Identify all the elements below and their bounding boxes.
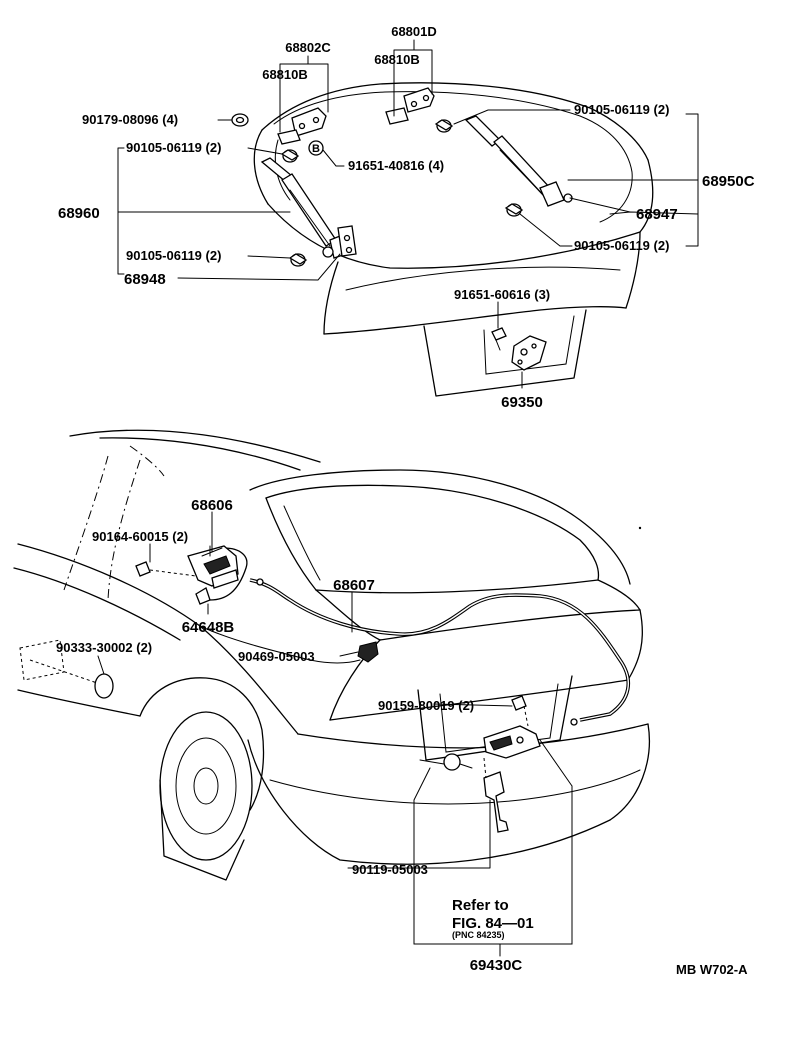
damper-stay-left [260, 157, 347, 259]
bolt-90105-06119-right-upper [434, 119, 454, 133]
label-90333-30002: 90333-30002 (2) [56, 640, 152, 655]
reference-line-2: FIG. 84—01 [452, 915, 534, 932]
label-69430C: 69430C [470, 957, 523, 974]
cover-64648B [195, 587, 211, 605]
label-90105-06119-bottom-right: 90105-06119 (2) [574, 238, 669, 253]
label-90159-80019: 90159-80019 (2) [378, 698, 474, 713]
reference-line-1: Refer to [452, 897, 509, 914]
label-68810B-right: 68810B [374, 52, 420, 67]
label-90105-06119-bottom-left: 90105-06119 (2) [126, 248, 221, 263]
screw-90164-60015 [135, 561, 197, 577]
bolt-90119-05003 [443, 753, 473, 771]
stray-dot [638, 526, 642, 530]
label-68947: 68947 [636, 206, 678, 223]
label-91651-60616: 91651-60616 (3) [454, 287, 550, 302]
back-door-panel [253, 82, 654, 397]
label-90119-05003: 90119-05003 [352, 862, 428, 877]
lower-leader-lines [97, 511, 573, 957]
label-68606: 68606 [191, 497, 233, 514]
bolt-90105-06119-left-lower [288, 253, 308, 267]
label-90469-05003: 90469-05003 [238, 649, 315, 664]
back-door-lock-69350 [511, 335, 547, 371]
label-68810B-left: 68810B [262, 67, 308, 82]
label-69350: 69350 [501, 394, 543, 411]
label-68607: 68607 [333, 577, 375, 594]
damper-stay-right [464, 115, 573, 207]
label-90179-08096: 90179-08096 (4) [82, 112, 178, 127]
part-labels: 68801D 68802C 68810B 68810B 90179-08096 … [56, 24, 755, 977]
label-90164-60015: 90164-60015 (2) [92, 529, 188, 544]
hinge-left [277, 107, 327, 145]
hinge-right [385, 87, 435, 125]
label-90105-06119-top-right: 90105-06119 (2) [574, 102, 669, 117]
bolt-90179-08096 [231, 113, 249, 127]
label-68948: 68948 [124, 271, 166, 288]
label-68801D: 68801D [391, 24, 437, 39]
label-68950C: 68950C [702, 173, 755, 190]
label-68802C: 68802C [285, 40, 331, 55]
label-91651-40816: 91651-40816 (4) [348, 158, 444, 173]
vehicle-rear-body [13, 429, 650, 881]
callout-b-letter: B [312, 143, 320, 155]
upper-leader-lines [117, 39, 699, 389]
lock-assembly-69430C [483, 695, 541, 833]
label-68960: 68960 [58, 205, 100, 222]
opener-68606 [187, 545, 239, 589]
label-90105-06119-top-left: 90105-06119 (2) [126, 140, 221, 155]
diagram-id: MB W702-A [676, 962, 748, 977]
hole-plug-90333-30002 [94, 673, 114, 699]
damper-bracket-68948 [337, 225, 357, 257]
callout-b: B [308, 140, 324, 156]
screw-91651-60616 [491, 327, 507, 351]
label-64648B: 64648B [182, 619, 235, 636]
clamp-90469-05003 [357, 641, 379, 663]
bolt-90105-06119-left-upper [280, 149, 300, 163]
reference-line-3: (PNC 84235) [452, 930, 505, 940]
bolt-90105-06119-right-lower [504, 203, 524, 217]
release-cable-68607 [249, 578, 630, 726]
